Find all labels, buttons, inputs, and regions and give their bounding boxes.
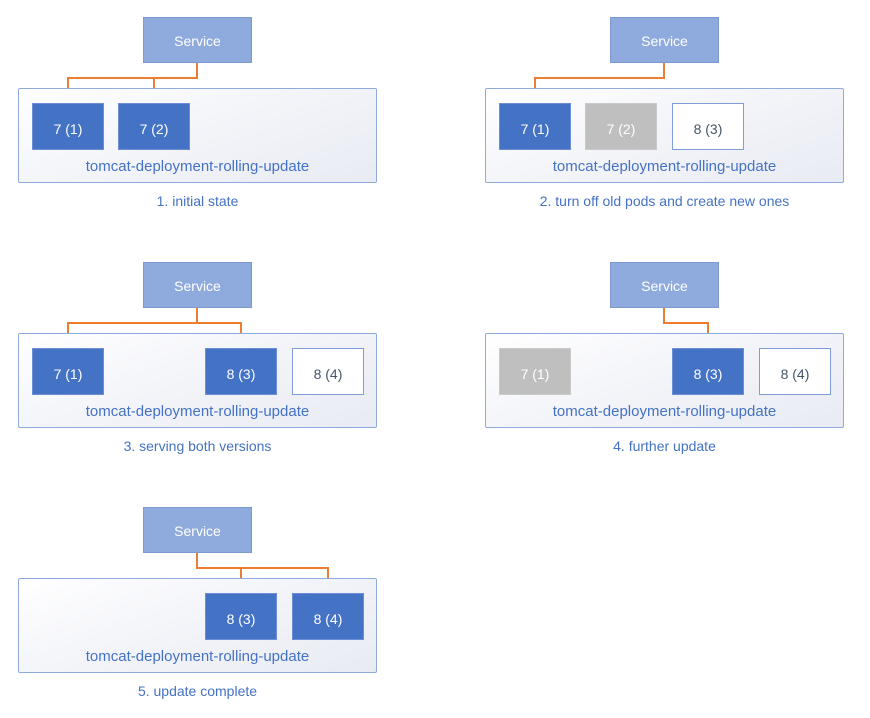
connector-stub <box>196 63 198 79</box>
service-box: Service <box>143 17 252 63</box>
pod-active: 8 (4) <box>292 593 364 640</box>
service-box: Service <box>610 262 719 308</box>
panel-caption: 4. further update <box>613 438 716 454</box>
pod-active: 7 (1) <box>32 348 104 395</box>
connector-rail <box>196 567 329 569</box>
diagram-panel-initial-state: Service tomcat-deployment-rolling-update… <box>0 0 435 240</box>
connector-rail <box>67 322 242 324</box>
service-label: Service <box>641 278 688 294</box>
pod-active: 7 (2) <box>118 103 190 150</box>
deployment-label: tomcat-deployment-rolling-update <box>85 158 310 175</box>
service-label: Service <box>641 33 688 49</box>
diagram-panel-further-update: Service tomcat-deployment-rolling-update… <box>467 245 870 485</box>
connector-rail <box>663 322 709 324</box>
pod-active: 7 (1) <box>32 103 104 150</box>
connector-drop <box>153 77 155 95</box>
diagram-panel-serving-both-versions: Service tomcat-deployment-rolling-update… <box>0 245 435 485</box>
pod-terminated: 7 (1) <box>499 348 571 395</box>
deployment-label: tomcat-deployment-rolling-update <box>552 158 777 175</box>
connector-stub <box>663 308 665 324</box>
connector-stub <box>196 553 198 569</box>
diagram-panel-turn-off-old-pods: Service tomcat-deployment-rolling-update… <box>467 0 870 240</box>
panel-caption: 2. turn off old pods and create new ones <box>539 193 790 209</box>
service-box: Service <box>143 262 252 308</box>
service-box: Service <box>143 507 252 553</box>
connector-stub <box>196 308 198 324</box>
pod-active: 8 (3) <box>205 593 277 640</box>
pod-creating: 8 (3) <box>672 103 744 150</box>
pod-active: 8 (3) <box>205 348 277 395</box>
pod-creating: 8 (4) <box>759 348 831 395</box>
connector-rail <box>67 77 198 79</box>
diagram-panel-update-complete: Service tomcat-deployment-rolling-update… <box>0 490 435 718</box>
connector-drop <box>67 322 69 340</box>
connector-drop <box>67 77 69 95</box>
connector-stub <box>663 63 665 79</box>
deployment-label: tomcat-deployment-rolling-update <box>85 403 310 420</box>
connector-drop <box>240 322 242 340</box>
connector-drop <box>240 567 242 585</box>
service-label: Service <box>174 523 221 539</box>
pod-active: 8 (3) <box>672 348 744 395</box>
connector-drop <box>327 567 329 585</box>
panel-caption: 5. update complete <box>137 683 258 699</box>
service-label: Service <box>174 33 221 49</box>
pod-terminated: 7 (2) <box>585 103 657 150</box>
service-box: Service <box>610 17 719 63</box>
connector-drop <box>534 77 536 95</box>
deployment-label: tomcat-deployment-rolling-update <box>552 403 777 420</box>
panel-caption: 1. initial state <box>156 193 239 209</box>
panel-caption: 3. serving both versions <box>123 438 272 454</box>
connector-rail <box>534 77 665 79</box>
pod-creating: 8 (4) <box>292 348 364 395</box>
deployment-label: tomcat-deployment-rolling-update <box>85 648 310 665</box>
connector-drop <box>707 322 709 340</box>
service-label: Service <box>174 278 221 294</box>
pod-active: 7 (1) <box>499 103 571 150</box>
